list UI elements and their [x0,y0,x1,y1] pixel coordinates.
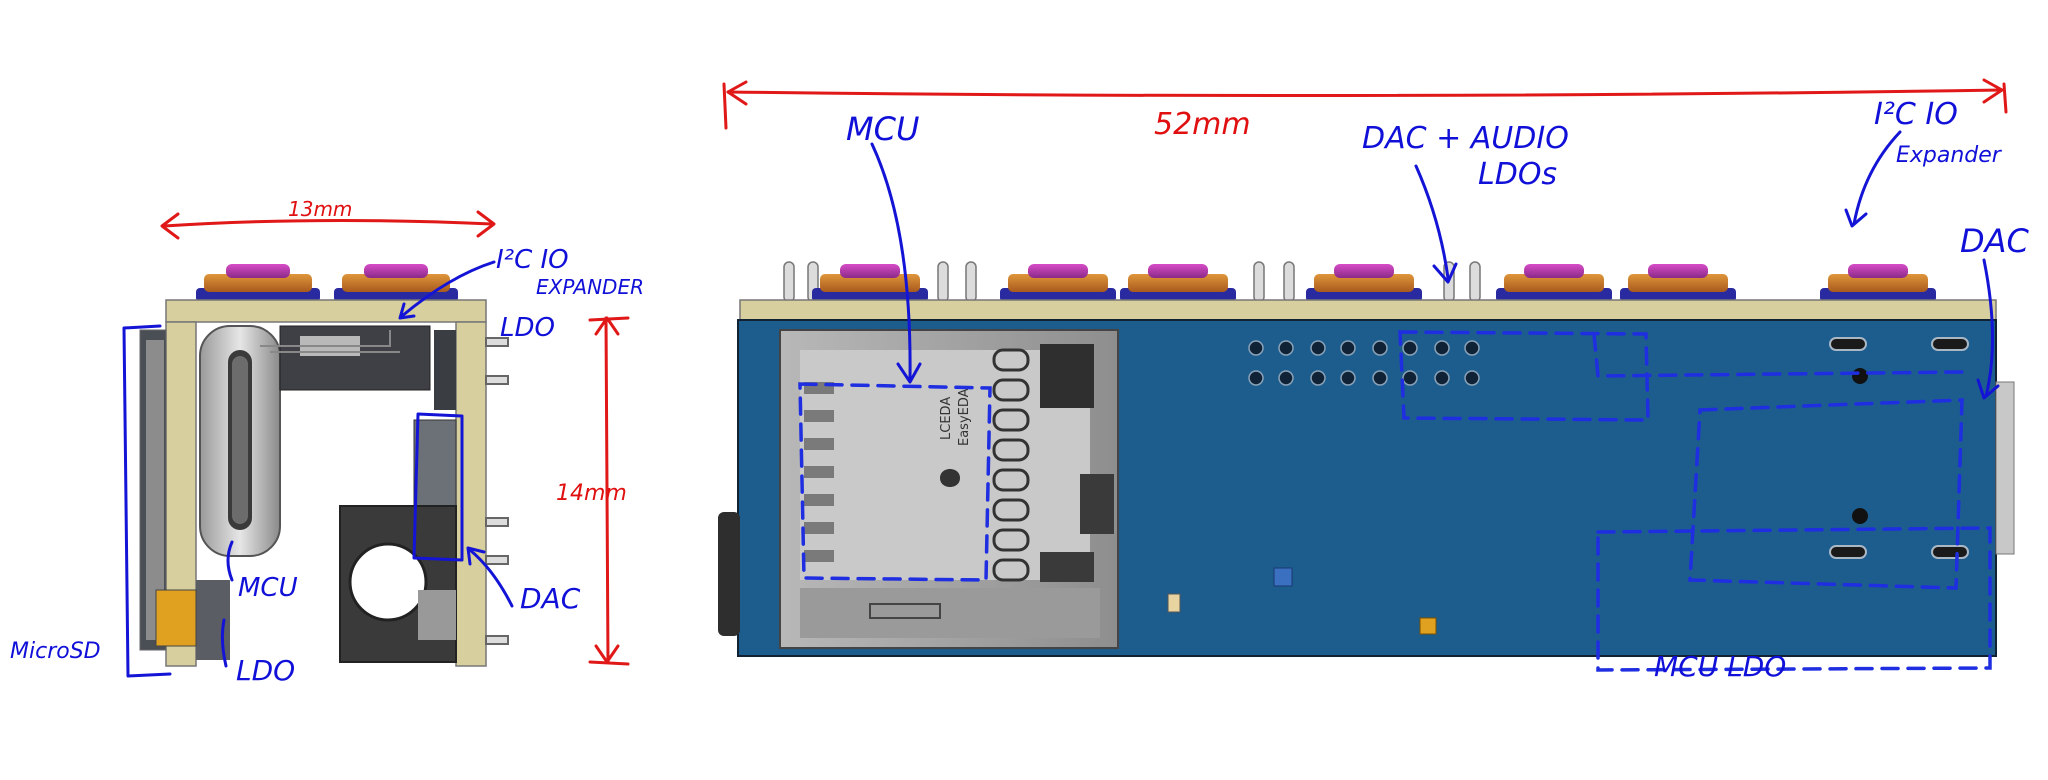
label-mcu-left: MCU [238,573,298,603]
right-top-view: LCEDA EasyEDA [718,78,2030,683]
label-i2c-expander-line2-right: Expander [1896,143,2003,168]
microsd-socket: LCEDA EasyEDA [779,329,1119,649]
top-buttons-right [812,264,1936,302]
top-buttons-left [196,264,458,302]
width-dimension-label: 13mm [288,197,352,221]
height-dimension-label: 14mm [556,481,627,506]
dac-region [1688,398,1964,590]
label-i2c-expander-line2-left: EXPANDER [536,275,644,299]
label-ldo-top-left: LDO [500,313,555,343]
left-side-view: 13mm 14mm I²C IO EXPANDER LDO MCU DAC Mi… [10,197,644,687]
sd-logo-lceda: LCEDA [939,397,954,440]
dac-audio-ldo-region [1398,330,1650,422]
mcu-ldo-region [1596,526,1992,672]
label-mcu-ldo-right: MCU LDO [1654,650,1786,683]
board-edge [739,299,1997,321]
label-microsd-left: MicroSD [10,639,101,664]
i2c-expander-region [1592,332,1964,378]
label-ldo-bottom-left: LDO [236,654,295,687]
header-holes [1248,340,1480,386]
length-dimension-label: 52mm [1154,107,1251,142]
label-dac-right: DAC [1960,222,2030,260]
label-dac-audio-line2: LDOs [1478,157,1557,192]
label-dac-left: DAC [520,582,581,615]
label-mcu-right: MCU [846,110,919,148]
sd-logo-easyeda: EasyEDA [957,388,972,446]
label-i2c-expander-line1-left: I²C IO [496,245,569,275]
label-dac-audio-line1: DAC + AUDIO [1362,121,1569,156]
mcu-region [798,382,992,582]
label-i2c-expander-line1-right: I²C IO [1874,97,1958,132]
